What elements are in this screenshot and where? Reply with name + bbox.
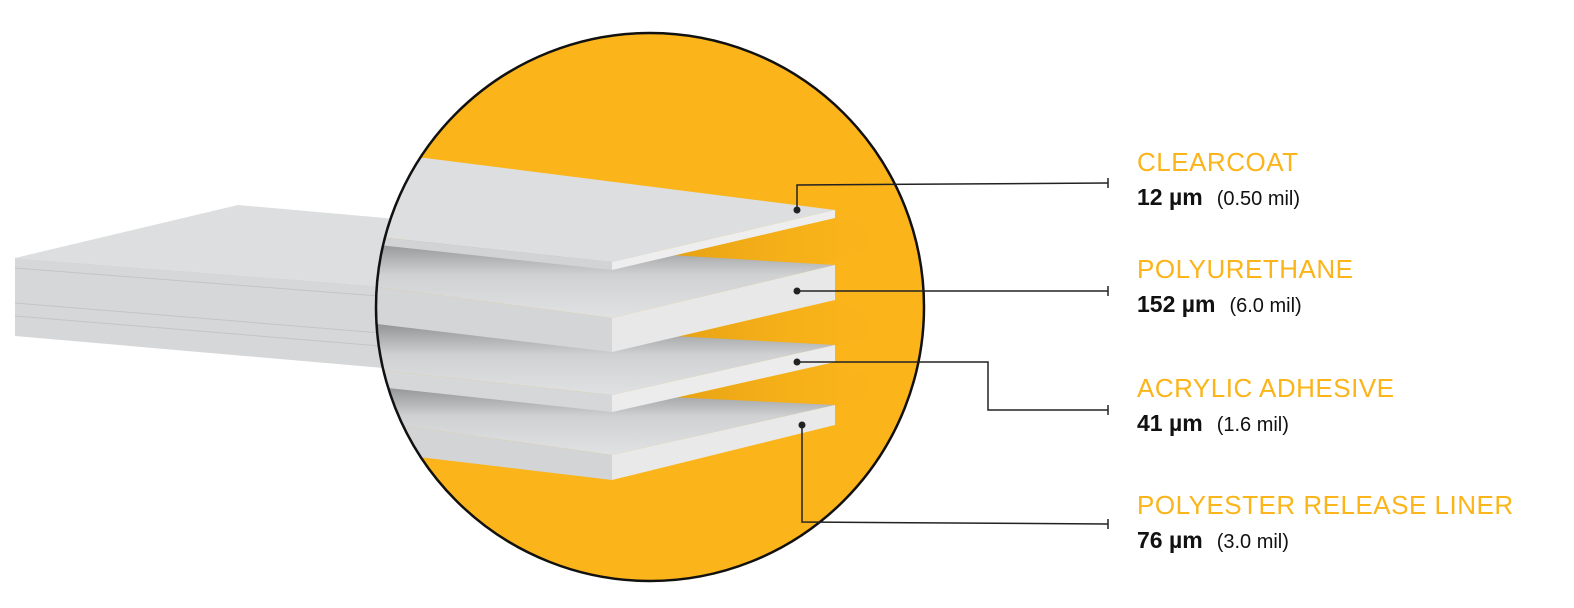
thickness-um: 41 µm (1137, 410, 1203, 436)
layer-name: ACRYLIC ADHESIVE (1137, 373, 1395, 403)
thickness-um: 12 µm (1137, 184, 1203, 210)
layer-name: POLYURETHANE (1137, 254, 1354, 284)
layer-polyester-release-liner (376, 385, 835, 480)
label-clearcoat: CLEARCOAT 12 µm (0.50 mil) (1137, 147, 1300, 211)
label-polyurethane: POLYURETHANE 152 µm (6.0 mil) (1137, 254, 1353, 318)
thickness-mil: (0.50 mil) (1216, 188, 1301, 210)
leader-lines (796, 178, 1109, 529)
thickness-um: 152 µm (1137, 291, 1216, 317)
film-stack-outside (14, 205, 431, 372)
thickness-mil: (6.0 mil) (1229, 295, 1302, 317)
magnified-layers (376, 155, 900, 480)
label-acrylic-adhesive: ACRYLIC ADHESIVE 41 µm (1.6 mil) (1137, 373, 1395, 437)
label-polyester-release-liner: POLYESTER RELEASE LINER 76 µm (3.0 mil) (1137, 490, 1514, 554)
layer-clearcoat (376, 155, 835, 270)
thickness-mil: (1.6 mil) (1216, 414, 1289, 436)
thickness-mil: (3.0 mil) (1216, 531, 1289, 553)
magnifier-outline (374, 31, 926, 583)
thickness-um: 76 µm (1137, 527, 1203, 553)
layer-name: CLEARCOAT (1137, 147, 1299, 177)
leader-dots (793, 206, 806, 429)
layer-name: POLYESTER RELEASE LINER (1137, 490, 1514, 520)
layer-acrylic-adhesive (376, 322, 835, 412)
layer-polyurethane (376, 240, 835, 352)
